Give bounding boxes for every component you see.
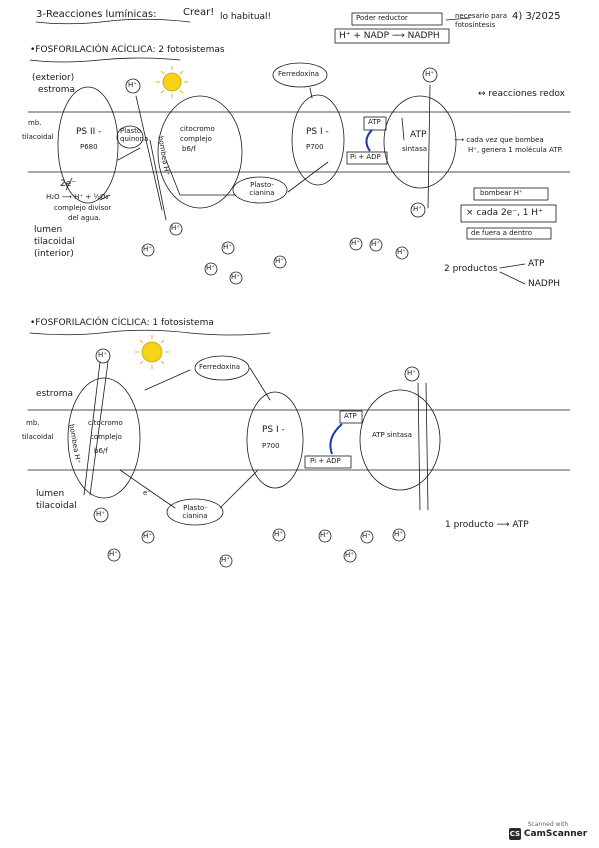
box-cada: × cada 2e⁻, 1 H⁺	[466, 208, 543, 218]
p700-label: P700	[306, 143, 324, 151]
producto-cyclic: 1 producto ⟶ ATP	[445, 520, 529, 530]
complejo-divisor-label-1: complejo divisor	[54, 204, 112, 212]
camscanner-label: CamScanner	[523, 829, 588, 839]
camscanner-icon: CS	[508, 828, 521, 840]
estroma-label-cyclic: estroma	[36, 389, 74, 399]
reacciones-redox-label: ↔ reacciones redox	[478, 89, 565, 99]
ferredoxina-label: Ferredoxina	[278, 70, 320, 78]
sun-icon	[135, 335, 169, 369]
electron-label-cyclic: e⁻	[143, 489, 152, 497]
h-ion: H⁺	[221, 556, 230, 564]
h-ion: H⁺	[413, 205, 422, 213]
citocromo-cyclic-1: citocromo	[88, 419, 123, 427]
h-ion: H⁺	[407, 369, 416, 377]
lumen-label-1: lumen	[34, 225, 63, 235]
atp-sintasa-label-cyclic: ATP sintasa	[372, 431, 412, 439]
tilacoidal-label-cyclic: tilacoidal	[22, 433, 54, 441]
lumen-label-3: (interior)	[34, 249, 74, 259]
pi-adp-box: Pi + ADP	[350, 153, 381, 161]
membrana-label: mb.	[28, 119, 42, 127]
lumen-label-cyclic-1: lumen	[36, 489, 65, 499]
camscanner-badge: Scanned with CS CamScanner	[505, 821, 591, 840]
h-ion: H⁺	[274, 530, 283, 538]
title-note: Crear!	[183, 7, 215, 18]
p700-label-cyclic: P700	[262, 442, 280, 450]
h-ion: H⁺	[98, 351, 107, 359]
poder-reductor-label: Poder reductor	[356, 14, 408, 22]
camscanner-logo: CS CamScanner	[505, 828, 591, 840]
h-ion: H⁺	[425, 70, 434, 78]
h-ion: H⁺	[231, 273, 240, 281]
h-ion: H⁺	[143, 532, 152, 540]
h-ion: H⁺	[143, 245, 152, 253]
ferredoxina-label-cyclic: Ferredoxina	[199, 363, 241, 371]
h-ion: H⁺	[362, 532, 371, 540]
ps1-label-cyclic: PS I -	[262, 425, 285, 435]
scanned-with-label: Scanned with	[527, 821, 569, 828]
atp-sintasa-label-2: sintasa	[402, 145, 427, 153]
date: 4) 3/2025	[512, 11, 561, 22]
h-ion: H⁺	[394, 530, 403, 538]
electron-label: 2e⁻	[60, 179, 77, 189]
ps2-label: PS II -	[76, 127, 102, 137]
box-fuera: de fuera a dentro	[471, 229, 533, 237]
lumen-label-cyclic-2: tilacoidal	[36, 501, 77, 511]
plastoquinona-label: Plasto quinona	[120, 127, 149, 143]
acyclic-heading: •FOSFORILACIÓN ACÍCLICA: 2 fotosistemas	[30, 45, 225, 55]
tilacoidal-label: tilacoidal	[22, 133, 54, 141]
producto-atp: ATP	[528, 259, 545, 269]
h-ion: H⁺	[223, 243, 232, 251]
box-bombear: bombear H⁺	[480, 189, 523, 197]
atp-box-cyclic: ATP	[344, 412, 357, 420]
estroma-label: estroma	[38, 85, 76, 95]
plastocianina-label-cyclic: Plasto- cianina	[182, 504, 208, 520]
complejo-divisor-label-2: del agua.	[68, 214, 101, 222]
citocromo-label-3: b6/f	[182, 145, 196, 153]
h-ion: H⁺	[345, 551, 354, 559]
h-ion: H⁺	[206, 264, 215, 272]
h-ion: H⁺	[171, 224, 180, 232]
h-ion: H⁺	[320, 531, 329, 539]
pi-adp-box-cyclic: Pi + ADP	[310, 457, 341, 465]
productos-label: 2 productos	[444, 264, 498, 274]
sun-icon	[156, 66, 188, 98]
page-title: 3-Reacciones lumínicas:	[36, 9, 157, 20]
nadp-equation: H⁺ + NADP ⟶ NADPH	[339, 31, 440, 41]
ps1-label: PS I -	[306, 127, 329, 137]
atp-sintasa-label-1: ATP	[410, 130, 427, 140]
fotosintesis-label: fotosíntesis	[455, 21, 496, 29]
bombea-note-2: H⁺, genera 1 molécula ATP.	[468, 146, 563, 154]
citocromo-label-2: complejo	[180, 135, 212, 143]
producto-nadph: NADPH	[528, 279, 561, 289]
h-ion: H⁺	[128, 81, 137, 89]
h-ion: H⁺	[109, 550, 118, 558]
h-ion: H⁺	[96, 510, 105, 518]
exterior-label: (exterior)	[32, 73, 75, 83]
h-ion: H⁺	[371, 240, 380, 248]
h-ion: H⁺	[397, 248, 406, 256]
atp-synthesis-arrow	[365, 129, 373, 152]
p680-label: P680	[80, 143, 98, 151]
citocromo-cyclic-3: b6/f	[94, 447, 108, 455]
h-ion: H⁺	[351, 239, 360, 247]
necesario-label: necesario para	[455, 12, 508, 20]
citocromo-cyclic-2: complejo	[90, 433, 122, 441]
title-note-2: lo habitual!	[220, 12, 272, 22]
bombea-note-1: ⟶ cada vez que bombea	[454, 136, 544, 144]
h-ion: H⁺	[275, 257, 284, 265]
membrana-label-cyclic: mb.	[26, 419, 40, 427]
atp-box: ATP	[368, 118, 381, 126]
water-equation: H₂O ⟶ H⁺ + ½O₂	[46, 193, 109, 201]
lumen-label-2: tilacoidal	[34, 237, 75, 247]
plastocianina-label: Plasto- cianina	[249, 181, 275, 197]
citocromo-label-1: citocromo	[180, 125, 215, 133]
atp-synthesis-arrow	[329, 423, 343, 455]
cyclic-heading: •FOSFORILACIÓN CÍCLICA: 1 fotosistema	[30, 318, 214, 328]
